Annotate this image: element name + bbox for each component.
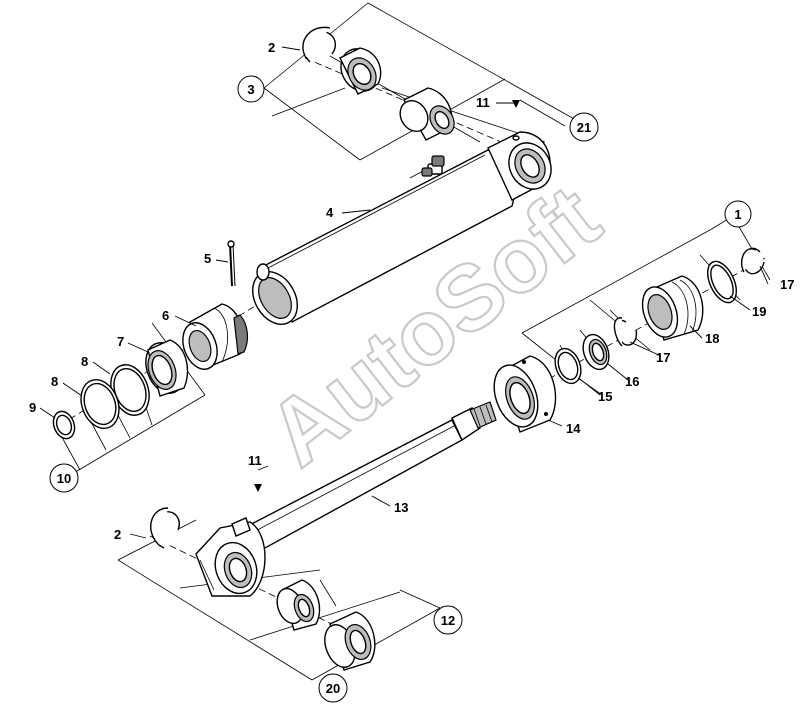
wiper-ring: [706, 260, 738, 304]
callout-11-bottom: 11: [248, 453, 262, 468]
piston-rod: [195, 401, 497, 597]
callout-8-b: 8: [51, 374, 58, 389]
cotter-pin: [227, 240, 236, 287]
svg-text:21: 21: [577, 120, 591, 135]
callout-6: 6: [162, 308, 169, 323]
callout-19: 19: [752, 304, 766, 319]
callout-2-bottom: 2: [114, 527, 121, 542]
piston-seal: [145, 339, 189, 397]
callout-11-top: 11: [476, 95, 490, 110]
callout-9: 9: [29, 400, 36, 415]
retaining-ring-bottom: [150, 507, 180, 549]
spherical-bearing-top: [399, 87, 455, 141]
svg-text:10: 10: [57, 471, 71, 486]
svg-text:20: 20: [326, 681, 340, 696]
callout-1: 1: [724, 200, 752, 228]
callout-14: 14: [566, 421, 581, 436]
cylinder-barrel: [252, 131, 552, 325]
callout-18: 18: [705, 331, 719, 346]
piston: [182, 303, 249, 370]
buffer-ring: [554, 347, 582, 385]
grease-point-marker-bottom: [254, 484, 262, 492]
callout-4: 4: [326, 205, 334, 220]
bushing-top: [339, 47, 382, 95]
callout-3: 3: [237, 75, 265, 103]
callout-8-a: 8: [81, 354, 88, 369]
spherical-bearing-bottom: [276, 579, 321, 631]
grease-point-marker-top: [512, 100, 520, 108]
callout-5: 5: [204, 251, 211, 266]
retaining-ring-top: [302, 26, 337, 63]
bushing-bottom: [324, 611, 376, 671]
label-leader-lines: [39, 46, 769, 539]
guide-ring-2: [80, 379, 120, 429]
callout-20: 20: [318, 673, 348, 703]
callout-21: 21: [569, 112, 599, 142]
callout-7: 7: [117, 334, 124, 349]
svg-text:3: 3: [247, 82, 254, 97]
callout-17-a: 17: [780, 277, 794, 292]
snap-ring-right: [613, 317, 638, 347]
o-ring: [52, 410, 76, 440]
retaining-ring-right: [740, 247, 765, 275]
svg-text:1: 1: [734, 207, 741, 222]
guide-head: [641, 275, 704, 341]
callout-2-top: 2: [268, 40, 275, 55]
callout-10: 10: [49, 463, 79, 493]
rod-seal: [582, 333, 610, 371]
callout-17-b: 17: [656, 350, 670, 365]
callout-16: 16: [625, 374, 639, 389]
callout-12: 12: [433, 605, 463, 635]
callout-15: 15: [598, 389, 612, 404]
svg-text:12: 12: [441, 613, 455, 628]
callout-13: 13: [394, 500, 408, 515]
gland-nut: [493, 355, 557, 433]
